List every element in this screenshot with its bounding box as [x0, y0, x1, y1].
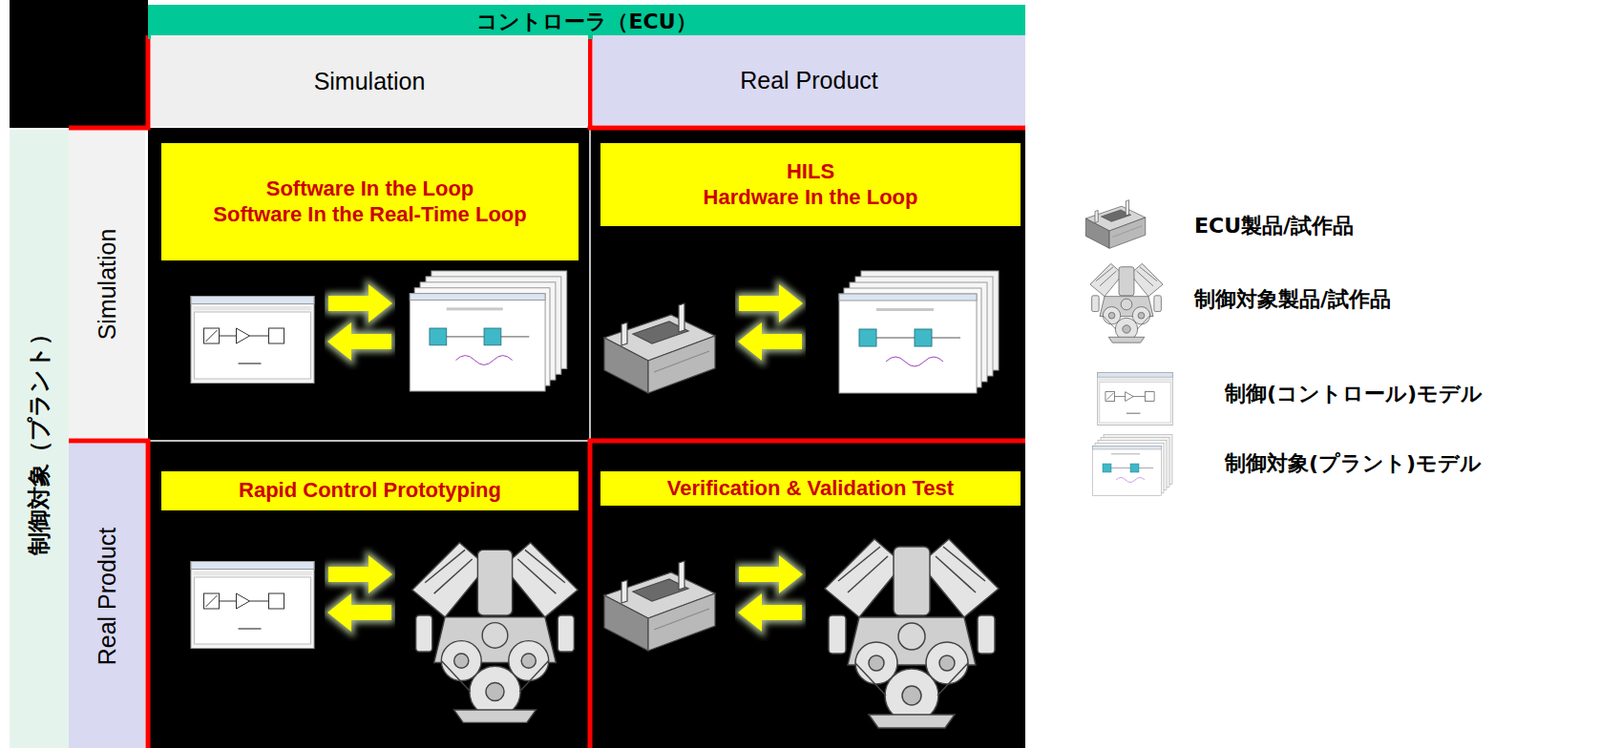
method-title-box: Verification & Validation Test	[600, 471, 1021, 506]
box-label: Verification & Validation Test	[667, 476, 954, 502]
method-title-box: Software In the LoopSoftware In the Real…	[161, 143, 579, 261]
method-title-box: HILSHardware In the Loop	[600, 143, 1021, 227]
column-header: Simulation	[150, 35, 589, 127]
matrix-cell	[147, 441, 590, 748]
plant-axis-band: 制御対象（プラント）	[9, 129, 69, 748]
box-label: Hardware In the Loop	[703, 185, 919, 211]
grid-line	[147, 440, 1026, 443]
legend-label: ECU製品/試作品	[1194, 211, 1354, 241]
axis-label: Simulation	[92, 229, 122, 341]
matrix-cell	[147, 127, 590, 442]
plant-model-icon	[839, 271, 999, 394]
axis-label: 制御対象（プラント）	[25, 322, 54, 556]
red-boundary-lines	[68, 35, 1026, 748]
box-label: Software In the Real-Time Loop	[212, 202, 527, 228]
signal-arrows	[327, 555, 393, 632]
control-model-icon	[190, 562, 315, 650]
red-line	[68, 439, 150, 444]
legend-engine-icon	[1090, 263, 1163, 343]
legend-ecu-icon	[1085, 200, 1145, 250]
ecu-icon	[604, 561, 716, 652]
box-label: Real Product	[739, 65, 879, 95]
box-label: コントローラ（ECU）	[476, 9, 696, 35]
red-line	[588, 126, 1026, 131]
legend-label: 制御対象製品/試作品	[1194, 285, 1391, 315]
plant-model-icon	[409, 271, 567, 392]
legend-label: 制御対象(プラント)モデル	[1224, 449, 1482, 479]
ecu-icon	[604, 303, 716, 394]
matrix-cell	[589, 441, 1026, 748]
red-line	[588, 35, 593, 130]
grid-line	[589, 127, 591, 442]
axis-label: Real Product	[92, 526, 122, 666]
red-line	[68, 126, 150, 131]
box-label: HILS	[786, 159, 835, 185]
signal-arrows	[737, 555, 803, 632]
box-label: Simulation	[314, 66, 426, 96]
red-line	[588, 439, 593, 748]
box-label: Rapid Control Prototyping	[238, 478, 502, 504]
corner-block	[9, 0, 148, 128]
red-line	[588, 439, 1026, 444]
engine-icon	[412, 543, 578, 724]
column-header: Real Product	[592, 35, 1026, 126]
legend-control-model-icon	[1097, 372, 1174, 425]
control-model-icon	[190, 296, 315, 384]
red-line	[146, 439, 151, 748]
legend-plant-model-icon	[1093, 435, 1174, 497]
box-label: Software In the Loop	[266, 176, 475, 202]
controller-header-band: コントローラ（ECU）	[147, 4, 1026, 40]
row-header: Simulation	[68, 130, 146, 439]
engine-icon	[824, 539, 999, 729]
row-header: Real Product	[68, 443, 146, 748]
method-title-box: Rapid Control Prototyping	[161, 471, 579, 511]
matrix-cell	[589, 127, 1026, 442]
signal-arrows	[327, 284, 393, 361]
legend-label: 制御(コントロール)モデル	[1224, 379, 1483, 409]
red-line	[146, 35, 151, 130]
signal-arrows	[737, 284, 803, 361]
